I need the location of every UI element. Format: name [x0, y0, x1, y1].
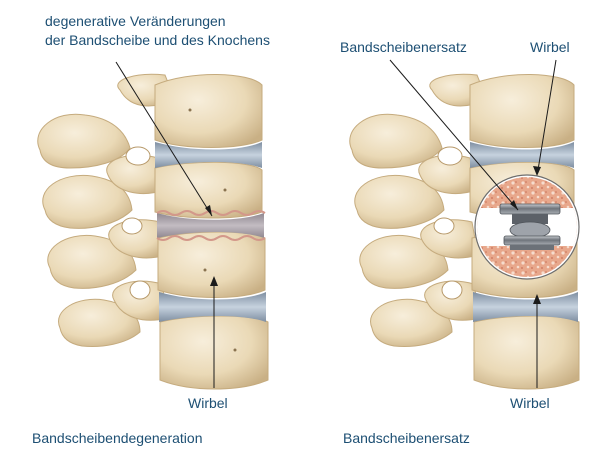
right-posterior-processes	[350, 74, 487, 346]
right-lower-vertebra-label: Wirbel	[510, 394, 550, 412]
degeneration-label-line1: degenerative Veränderungen	[45, 12, 226, 30]
right-upper-vertebra-label: Wirbel	[530, 38, 570, 56]
left-posterior-processes	[38, 74, 175, 346]
left-vertebra-label: Wirbel	[188, 394, 228, 412]
implant-label: Bandscheibenersatz	[340, 38, 467, 56]
degeneration-label-line2: der Bandscheibe und des Knochens	[45, 31, 270, 49]
right-caption: Bandscheibenersatz	[343, 429, 470, 447]
left-caption: Bandscheibendegeneration	[32, 429, 202, 447]
